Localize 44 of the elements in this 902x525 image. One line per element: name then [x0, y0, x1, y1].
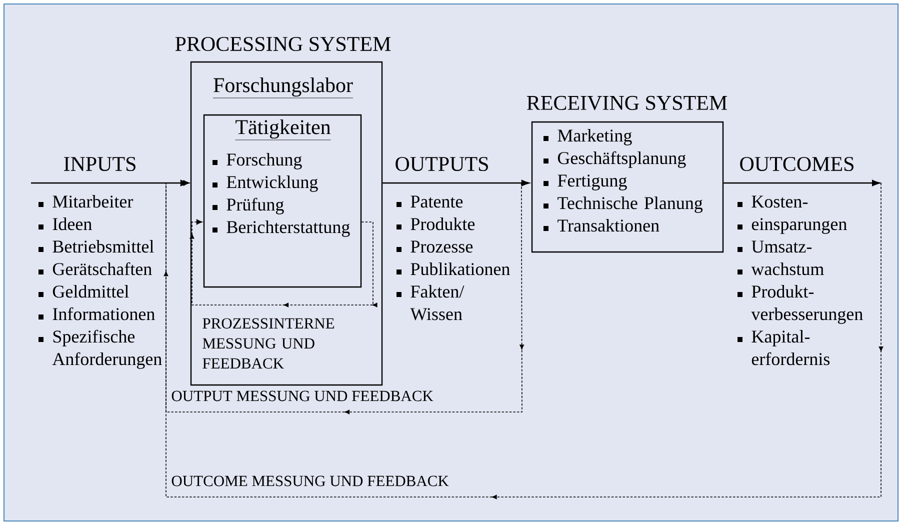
edge-label: OUTPUTS: [396, 156, 488, 172]
edge-label: OUTCOMES: [740, 156, 854, 172]
bullet-item: Betriebsmittel: [38, 240, 154, 253]
process-box: [175, 36, 391, 386]
bullet-item: Marketing: [544, 129, 632, 146]
bullet-item: Geschäftsplanung: [544, 151, 686, 168]
edge-label: OUTCOME MESSUNG UND FEEDBACK: [172, 476, 449, 486]
bullet-item: Patente: [396, 196, 463, 208]
bullet-item: Prozesse: [396, 240, 473, 253]
arrow: [190, 219, 378, 308]
bullet-item: Fertigung: [544, 174, 627, 190]
bullet-item: Forschung: [212, 153, 302, 170]
process-box: [527, 96, 727, 253]
bullet-item: Gerätschaften: [38, 262, 152, 276]
process-box: [203, 114, 362, 288]
bullet-item: wachstum: [738, 262, 824, 276]
bullet-item: Geldmittel: [38, 285, 129, 298]
edge-label: OUTPUT MESSUNG UND FEEDBACK: [172, 390, 434, 402]
bullet-item: Kosten-: [738, 196, 808, 208]
arrow: [724, 180, 880, 186]
bullet-item: Umsatz-: [738, 240, 812, 253]
bullet-item: Prüfung: [212, 198, 284, 214]
bullet-item: Ideen: [38, 218, 92, 230]
arrow: [382, 180, 530, 186]
edge-label: INPUTS: [64, 156, 136, 172]
bullet-item: Technische Planung: [544, 196, 703, 213]
arrow: [166, 180, 884, 500]
bullet-item: Fakten/ Wissen: [396, 285, 464, 320]
underlined-heading: Forschungslabor: [212, 77, 354, 98]
bullet-item: einsparungen: [738, 218, 847, 234]
underlined-heading: Tätigkeiten: [235, 119, 332, 140]
bullet-item: Mitarbeiter: [38, 195, 134, 208]
bullet-item: Transaktionen: [544, 219, 660, 232]
bullet-item: Informationen: [38, 307, 155, 320]
bullet-item: Entwicklung: [212, 176, 318, 192]
bullet-item: Produkte: [396, 218, 475, 230]
bullet-item: Publikationen: [396, 262, 510, 276]
heading: PROCESSING SYSTEM: [175, 36, 391, 52]
bullet-item: Kapital- erfordernis: [738, 330, 830, 366]
bullet-item: Produkt- verbesserungen: [738, 285, 863, 324]
box-note: PROZESSINTERNE MESSUNG UND FEEDBACK: [202, 318, 334, 369]
heading: RECEIVING SYSTEM: [527, 96, 727, 110]
bullet-item: Spezifische Anforderungen: [38, 330, 162, 369]
bullet-item: Berichterstattung: [212, 220, 350, 237]
